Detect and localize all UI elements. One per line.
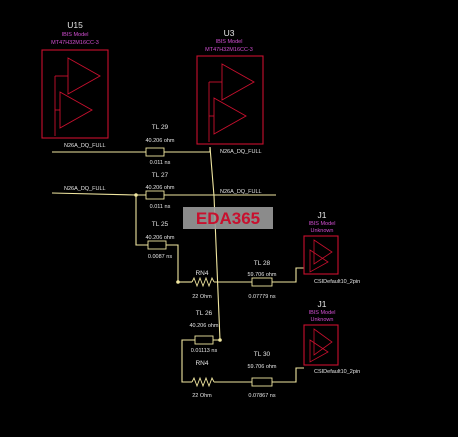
rn4-lower-name: RN4 (195, 360, 208, 367)
resistor-zigzag-icon (191, 376, 215, 388)
tl27-len: 0.011 ns (150, 204, 171, 210)
j1b-pin-model: CSIDefault10_2pin (314, 369, 360, 375)
wire-tl29-right[interactable] (168, 147, 211, 153)
j1b-model: IBIS Model (309, 310, 336, 316)
junction-dot (218, 338, 222, 342)
u15-part: MT47H32M16CC-3 (51, 40, 99, 46)
wire-lower-left[interactable] (181, 339, 192, 383)
u3-buffer-icon (208, 63, 255, 142)
u3-part: MT47H32M16CC-3 (205, 47, 253, 53)
j1b-part: Unknown (311, 317, 334, 323)
tl30-len: 0.07867 ns (248, 393, 275, 399)
component-j1-upper[interactable]: J1 IBIS Model Unknown CSIDefault10_2pin (303, 210, 360, 285)
tl30-z: 59.706 ohm (247, 364, 276, 370)
tl27-z: 40.206 ohm (145, 185, 174, 191)
net-label-d: N26A_DQ_FULL (220, 189, 262, 195)
tl29-body[interactable] (145, 147, 165, 157)
tline-tl25[interactable]: TL 25 40.206 ohm 0.0087 ns (140, 221, 175, 260)
wire-tl30-j1[interactable] (276, 367, 304, 383)
tl25-len: 0.0087 ns (148, 254, 172, 260)
wire-tl25-right[interactable] (172, 244, 179, 282)
tl28-name: TL 28 (254, 260, 271, 267)
component-u15[interactable]: U15 IBIS Model MT47H32M16CC-3 (41, 20, 109, 139)
tl28-body[interactable] (251, 277, 273, 287)
tline-tl26[interactable]: TL 26 40.206 ohm 0.01113 ns (189, 310, 218, 354)
watermark: EDA365 (183, 207, 273, 229)
junctions (134, 193, 222, 342)
j1b-ref: J1 (318, 299, 327, 309)
tl27-name: TL 27 (152, 172, 169, 179)
wires (51, 146, 304, 383)
j1b-body[interactable] (303, 324, 339, 366)
tl29-name: TL 29 (152, 124, 169, 131)
net-label-c: N26A_DQ_FULL (64, 186, 106, 192)
tline-tl29[interactable]: TL 29 40.206 ohm 0.011 ns (136, 124, 175, 166)
rn4-lower-value: 22 Ohm (192, 393, 212, 399)
rn4-upper-value: 22 Ohm (192, 294, 212, 300)
tl28-z: 59.706 ohm (247, 272, 276, 278)
rn4-upper-name: RN4 (195, 270, 208, 277)
j1b-buffer-icon (309, 328, 333, 363)
component-u3[interactable]: U3 IBIS Model MT47H32M16CC-3 (196, 28, 264, 145)
resistor-rn4-lower[interactable]: RN4 22 Ohm (191, 360, 215, 399)
u15-model: IBIS Model (62, 32, 89, 38)
u3-body[interactable] (196, 55, 264, 145)
tl25-body[interactable] (147, 240, 167, 250)
wire-net-b[interactable] (51, 192, 137, 196)
wire-trunk-u3[interactable] (209, 146, 221, 341)
tl28-len: 0.07779 ns (248, 294, 275, 300)
tl27-body[interactable] (145, 190, 165, 200)
tline-tl30[interactable]: TL 30 59.706 ohm 0.07867 ns (246, 351, 277, 399)
j1a-ref: J1 (318, 210, 327, 220)
resistor-zigzag-icon (191, 276, 215, 288)
tl30-body[interactable] (251, 377, 273, 387)
j1a-part: Unknown (311, 228, 334, 234)
j1a-pin-model: CSIDefault10_2pin (314, 279, 360, 285)
j1a-buffer-icon (309, 239, 333, 273)
junction-dot (176, 280, 180, 284)
j1a-model: IBIS Model (309, 221, 336, 227)
resistor-rn4-upper[interactable]: RN4 22 Ohm (191, 270, 215, 300)
tl30-name: TL 30 (254, 351, 271, 358)
u3-ref: U3 (224, 28, 235, 38)
tl26-name: TL 26 (196, 310, 213, 317)
component-j1-lower[interactable]: J1 IBIS Model Unknown CSIDefault10_2pin (303, 299, 360, 375)
tl25-name: TL 25 (152, 221, 169, 228)
watermark-text: EDA365 (196, 209, 260, 228)
u15-ref: U15 (67, 20, 83, 30)
tl29-z: 40.206 ohm (145, 138, 174, 144)
u15-body[interactable] (41, 49, 109, 139)
u15-buffer-icon (54, 57, 101, 136)
net-label-a: N26A_DQ_FULL (64, 143, 106, 149)
u3-model: IBIS Model (216, 39, 243, 45)
tl29-len: 0.011 ns (150, 160, 171, 166)
tl25-z: 40.206 ohm (145, 235, 174, 241)
wire-tl25-left[interactable] (135, 195, 140, 246)
tl26-z: 40.206 ohm (189, 323, 218, 329)
tline-tl27[interactable]: TL 27 40.206 ohm 0.011 ns (136, 172, 175, 210)
j1a-body[interactable] (303, 235, 339, 275)
wire-tl28-j1[interactable] (276, 267, 304, 283)
net-label-b: N26A_DQ_FULL (220, 149, 262, 155)
tl26-len: 0.01113 ns (191, 348, 218, 354)
tline-tl28[interactable]: TL 28 59.706 ohm 0.07779 ns (246, 260, 277, 300)
tl26-body[interactable] (194, 335, 214, 345)
